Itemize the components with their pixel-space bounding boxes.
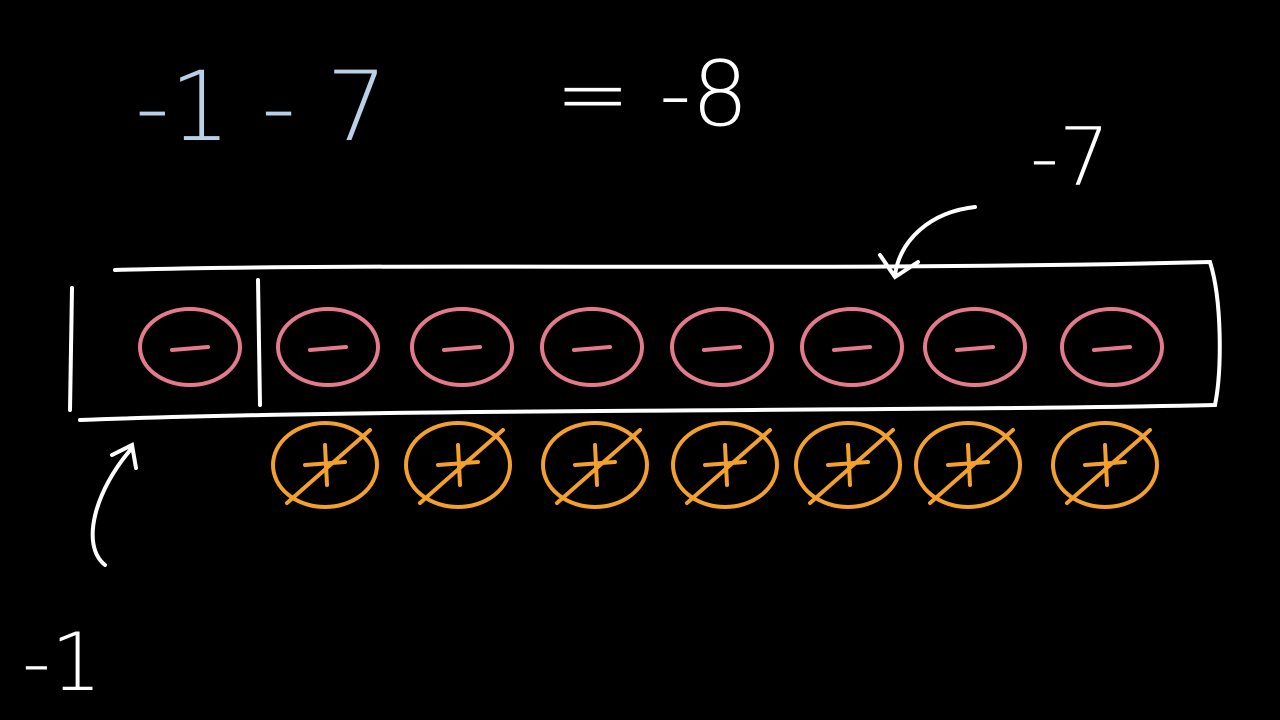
tile-circle (404, 421, 512, 509)
minus-icon (955, 345, 995, 352)
plus-icon (436, 443, 480, 487)
cross-out-line (418, 428, 505, 505)
negative-tile (410, 307, 514, 387)
negative-tile (138, 307, 242, 387)
positive-tile-crossed (404, 421, 512, 509)
positive-tile-crossed (914, 421, 1022, 509)
tile-circle (794, 421, 902, 509)
tile-circle (1051, 421, 1159, 509)
plus-icon (703, 443, 747, 487)
plus-icon (573, 443, 617, 487)
plus-icon (826, 443, 870, 487)
plus-icon (946, 443, 990, 487)
negative-tile (923, 307, 1027, 387)
tile-circle (914, 421, 1022, 509)
tile-circle (923, 307, 1027, 387)
positive-tile-crossed (271, 421, 379, 509)
plus-icon (1083, 443, 1127, 487)
cross-out-line (928, 428, 1015, 505)
tile-circle (271, 421, 379, 509)
minus-icon (170, 345, 210, 352)
equation-right: = -8 (555, 42, 749, 147)
cross-out-line (808, 428, 895, 505)
equation-left: -1 - 7 (135, 51, 387, 163)
cross-out-line (285, 428, 372, 505)
minus-icon (1092, 345, 1132, 352)
tile-circle (800, 307, 904, 387)
tile-circle (1060, 307, 1164, 387)
negative-tile (276, 307, 380, 387)
minus-icon (308, 345, 348, 352)
positive-tile-crossed (541, 421, 649, 509)
tile-circle (276, 307, 380, 387)
minus-icon (442, 345, 482, 352)
divider-line (256, 278, 262, 407)
tile-circle (410, 307, 514, 387)
tile-circle (670, 307, 774, 387)
positive-tiles (271, 421, 1159, 509)
tile-circle (541, 421, 649, 509)
group-box (78, 259, 1222, 422)
negative-tile (800, 307, 904, 387)
plus-icon (303, 443, 347, 487)
cross-out-line (685, 428, 772, 505)
negative-tile (670, 307, 774, 387)
arrow-to-box-icon (878, 205, 977, 280)
positive-tile-crossed (1051, 421, 1159, 509)
negative-tile (540, 307, 644, 387)
cross-out-line (555, 428, 642, 505)
label-minus-one: -1 (22, 616, 102, 709)
arrow-to-first-tile-icon (90, 442, 138, 567)
negative-tile (1060, 307, 1164, 387)
positive-tile-crossed (794, 421, 902, 509)
cross-out-line (1065, 428, 1152, 505)
label-minus-seven: -7 (1030, 111, 1110, 204)
tile-circle (671, 421, 779, 509)
negative-tiles (138, 307, 1164, 387)
minus-icon (572, 345, 612, 352)
tile-circle (540, 307, 644, 387)
minus-icon (832, 345, 872, 352)
minus-icon (702, 345, 742, 352)
tile-circle (138, 307, 242, 387)
positive-tile-crossed (671, 421, 779, 509)
box-left-edge (68, 286, 74, 412)
